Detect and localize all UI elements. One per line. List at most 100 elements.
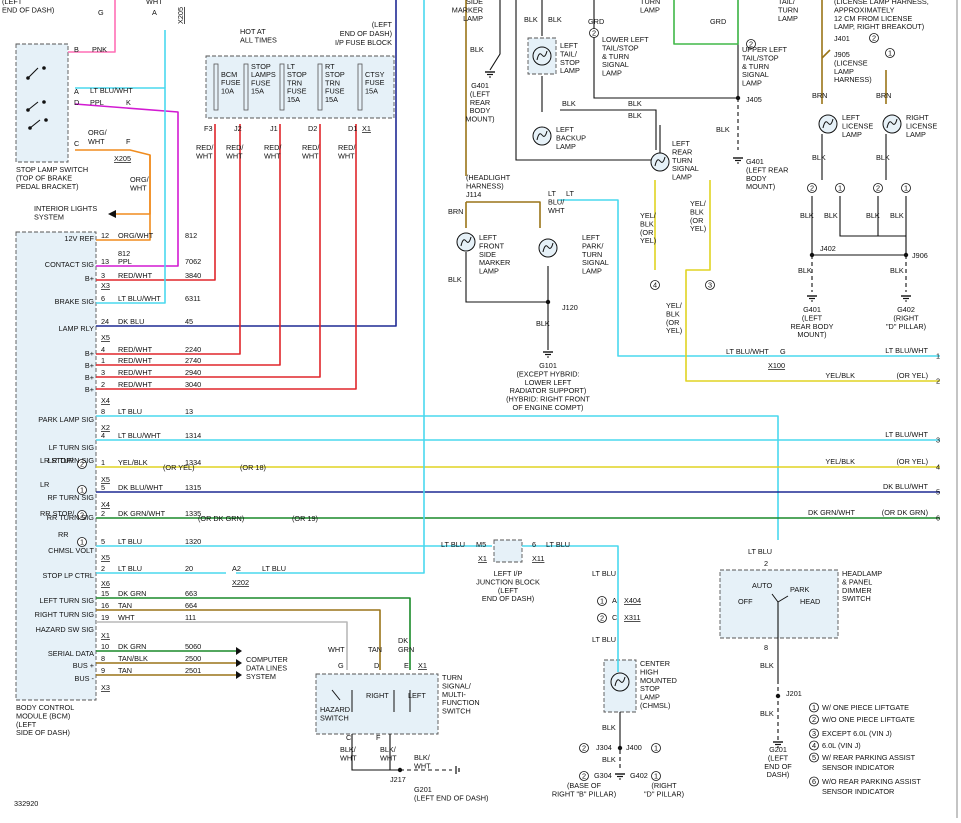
g101-label: G101 — [539, 361, 557, 370]
bcm-connector-label: X6 — [101, 579, 110, 588]
yel-blk-c: YEL) — [666, 326, 682, 335]
wire-ppl — [74, 103, 179, 267]
bcm-label: (LEFT — [16, 720, 37, 729]
option-marker — [873, 183, 883, 193]
bcm-wire-color: RED/WHT — [118, 356, 153, 365]
g101-label: OF ENGINE COMPT) — [513, 403, 584, 412]
filament-icon — [886, 118, 898, 129]
headlight-harness-label: HARNESS) — [466, 181, 504, 190]
switch-contact-dot — [28, 126, 32, 130]
bcm-pin-number: 9 — [101, 666, 105, 675]
bcm-pin-name: CONTACT SIG — [45, 260, 95, 269]
label: LT BLU/WHT — [726, 347, 769, 356]
bcm-pin-number: 16 — [101, 601, 109, 610]
option-number: 2 — [582, 744, 586, 753]
bcm-connector-label: X1 — [101, 631, 110, 640]
top-left-caption: (LEFT — [2, 0, 23, 6]
bcm-pin-number: 4 — [101, 431, 105, 440]
arrow-icon — [236, 659, 242, 667]
bcm-circuit-812: 812 — [118, 249, 130, 258]
bcm-pin-name: B+ — [85, 274, 94, 283]
bcm-pin-number: 3 — [101, 271, 105, 280]
bcm-label: BODY CONTROL — [16, 703, 74, 712]
option-marker — [579, 743, 589, 753]
bcm-label: MODULE (BCM) — [16, 711, 70, 720]
x205-vertical: X205 — [176, 7, 185, 24]
fuse-wire-label: RED/ — [338, 143, 356, 152]
headlamp-switch-label: DIMMER — [842, 586, 872, 595]
data-lines-label: COMPUTER — [246, 655, 288, 664]
fuse-label: 10A — [221, 86, 234, 95]
option-marker — [651, 771, 661, 781]
left-license-label: LICENSE — [842, 121, 873, 130]
fuse-block-box — [205, 55, 395, 119]
bcm-connector-label: X3 — [101, 281, 110, 290]
lower-left-label: TAIL/STOP — [602, 43, 639, 52]
upper-left-label: & TURN — [742, 62, 769, 71]
lower-left-label: & TURN — [602, 52, 629, 61]
bcm-circuit-number: 20 — [185, 564, 193, 573]
option-number: 2 — [812, 715, 816, 724]
lt-blu-wht-front: LT — [548, 189, 557, 198]
bcm-circuit-number: 3040 — [185, 380, 201, 389]
wire-lt-blu-wht-x100 — [558, 199, 940, 357]
bcm-pin-number: 2 — [101, 509, 105, 518]
label: BLK — [800, 211, 814, 220]
fuse-wire-label: RED/ — [196, 143, 214, 152]
front-ground-wire — [465, 252, 549, 303]
bcm-connector-label: X5 — [101, 475, 110, 484]
bcm-pin-name: HAZARD SW SIG — [36, 625, 95, 634]
bcm-circuit-number: 13 — [185, 407, 193, 416]
label: LT BLU — [262, 564, 286, 573]
fuse-label: FUSE — [221, 78, 241, 87]
fuse-label: TRN — [325, 78, 340, 87]
bcm-circuit-number: 45 — [185, 317, 193, 326]
label: A2 — [232, 564, 241, 573]
bcm-pin-name: LEFT TURN SIG — [40, 596, 95, 605]
label: 8 — [764, 643, 768, 652]
bcm-pin-number: 19 — [101, 613, 109, 622]
label: PNK — [92, 45, 107, 54]
backup-label: LAMP — [556, 142, 576, 151]
turn-switch-label: MULTI- — [442, 690, 466, 699]
option-marker — [77, 510, 87, 520]
bcm-circuit-number: 1320 — [185, 537, 201, 546]
blk-wht: WHT — [380, 753, 397, 762]
bcm-wire-color: YEL/BLK — [118, 458, 148, 467]
yel-blk-c: (OR — [666, 318, 679, 327]
label: C — [74, 139, 79, 148]
label: BLK — [798, 266, 812, 275]
option-number: 2 — [600, 614, 604, 623]
option-number: 1 — [80, 486, 84, 495]
label: WHT — [146, 0, 163, 6]
label: ORG/ — [88, 128, 108, 137]
blk-wht: BLK/ — [380, 745, 397, 754]
label: J400 — [626, 743, 642, 752]
fuse-label: 15A — [325, 95, 338, 104]
label: BRN — [448, 207, 463, 216]
bcm-pin-number: 2 — [101, 380, 105, 389]
splice-dot — [903, 252, 909, 258]
ip-junction-block — [493, 539, 523, 563]
fuse-block-title: ALL TIMES — [240, 35, 277, 44]
option-number: 6 — [812, 777, 816, 786]
lt-blu-wht-front: BLU/ — [548, 197, 565, 206]
splice-dot — [775, 693, 781, 699]
side-marker-label: FRONT — [479, 241, 505, 250]
g201-label: DASH) — [767, 770, 790, 779]
edge-number: 1 — [936, 352, 940, 361]
label: M5 — [476, 540, 486, 549]
license-note: 12 CM FROM LICENSE — [834, 14, 912, 23]
bcm-pin-number: 1 — [101, 458, 105, 467]
filament-icon — [614, 676, 626, 687]
wire-lt-blu-chmsl-2 — [522, 545, 619, 672]
label: LT BLU — [592, 635, 616, 644]
chmsl-label: MOUNTED — [640, 676, 677, 685]
turn-ground-wire — [351, 734, 400, 771]
option-number: 1 — [600, 597, 604, 606]
option-marker — [589, 28, 599, 38]
label: BLK — [536, 319, 550, 328]
option-number: 1 — [812, 703, 816, 712]
label: C — [612, 613, 617, 622]
org-wht-label: ORG/ — [130, 175, 150, 184]
